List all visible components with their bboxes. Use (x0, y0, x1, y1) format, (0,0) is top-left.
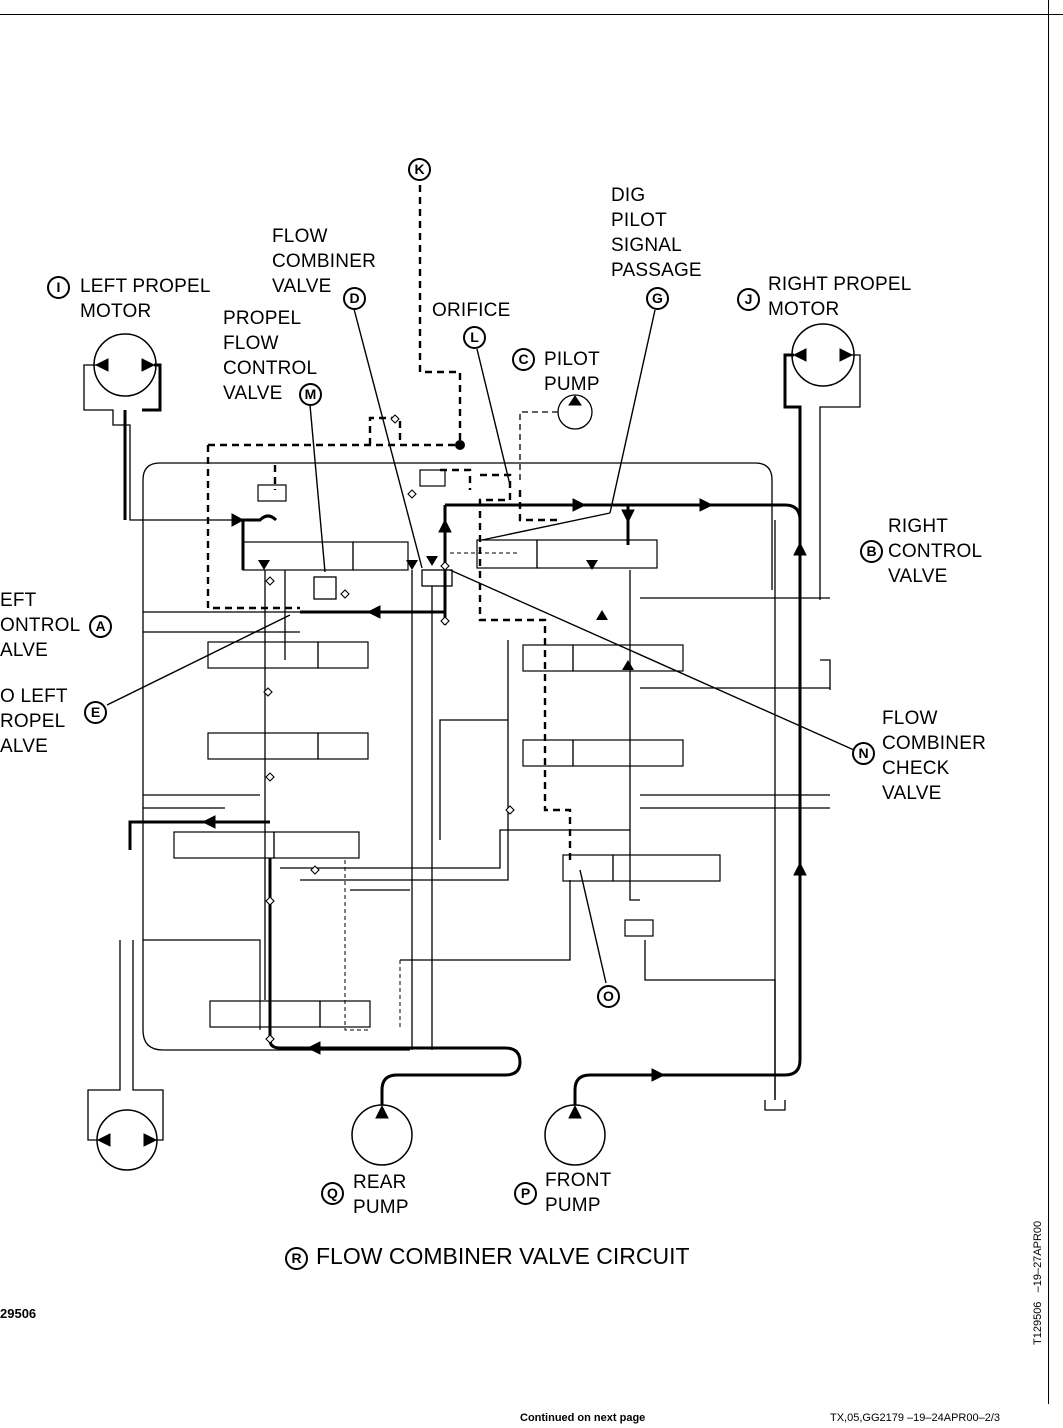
rear-pump-label: REAR PUMP (353, 1172, 409, 1218)
top-rule (0, 14, 1063, 15)
label-r-marker: R (285, 1247, 308, 1270)
label-k-marker: K (408, 158, 431, 181)
right-control-valve-stack (476, 539, 721, 882)
leader-lines (106, 308, 855, 984)
front-pump (544, 600, 807, 1166)
continued-note: Continued on next page (520, 1412, 646, 1424)
left-propel-motor-label: LEFT PROPEL MOTOR (80, 276, 211, 322)
arrow-ticks (258, 556, 634, 670)
side-code: T129506 –19–27APR00 (1032, 1220, 1044, 1345)
relief-bottom (624, 919, 654, 937)
label-g-marker: G (646, 287, 669, 310)
figure-id: 29506 (0, 1306, 37, 1321)
label-d-marker: D (343, 287, 366, 310)
working-lines-heavy (128, 503, 802, 1050)
to-left-propel-valve-label: O LEFT ROPEL ALVE (0, 686, 68, 757)
label-o-marker: O (597, 985, 620, 1008)
propel-flow-control-valve-label: PROPEL FLOW CONTROL VALVE (223, 308, 318, 404)
label-n-marker: N (852, 742, 875, 765)
valve-housing (142, 462, 773, 1051)
relief-top (419, 469, 446, 487)
label-m-marker: M (299, 383, 322, 406)
flow-combiner-valve-label: FLOW COMBINER VALVE (272, 226, 376, 297)
propel-flow-control-spool (313, 576, 337, 600)
left-propel-motor (83, 333, 278, 527)
flow-combiner-spool (421, 569, 453, 587)
doc-code: TX,05,GG2179 –19–24APR00–2/3 (830, 1412, 1001, 1424)
dig-pilot-signal-passage-label: DIG PILOT SIGNAL PASSAGE (611, 185, 702, 281)
right-propel-motor (783, 323, 861, 600)
left-control-valve-label: EFT ONTROL ALVE (0, 590, 81, 661)
rear-pump (280, 1041, 522, 1166)
pilot-pump-label: PILOT PUMP (544, 349, 600, 395)
pilot-pump (519, 394, 593, 480)
internal-pilot-dashed (344, 552, 520, 1031)
label-p-marker: P (514, 1182, 537, 1205)
diagram-title: FLOW COMBINER VALVE CIRCUIT (316, 1243, 690, 1269)
right-propel-motor-label: RIGHT PROPEL MOTOR (768, 274, 912, 320)
flow-combiner-check-valve-label: FLOW COMBINER CHECK VALVE (882, 708, 986, 804)
label-j-marker: J (737, 288, 760, 311)
label-l-marker: L (463, 326, 486, 349)
label-i-marker: I (47, 276, 70, 299)
bottom-left-motor (87, 940, 164, 1171)
label-b-marker: B (860, 540, 883, 563)
label-e-marker: E (84, 701, 107, 724)
right-rule (1048, 0, 1049, 1404)
front-pump-label: FRONT PUMP (545, 1170, 612, 1216)
orifice-label: ORIFICE (432, 300, 511, 321)
working-lines-thin (143, 520, 831, 1111)
valve-housing-lower (143, 939, 261, 1030)
relief-left (257, 484, 287, 502)
pilot-junction (455, 440, 465, 450)
label-a-marker: A (89, 615, 112, 638)
right-control-valve-label: RIGHT CONTROL VALVE (888, 516, 983, 587)
label-q-marker: Q (321, 1182, 344, 1205)
check-valves (263, 414, 515, 1044)
label-c-marker: C (512, 348, 535, 371)
